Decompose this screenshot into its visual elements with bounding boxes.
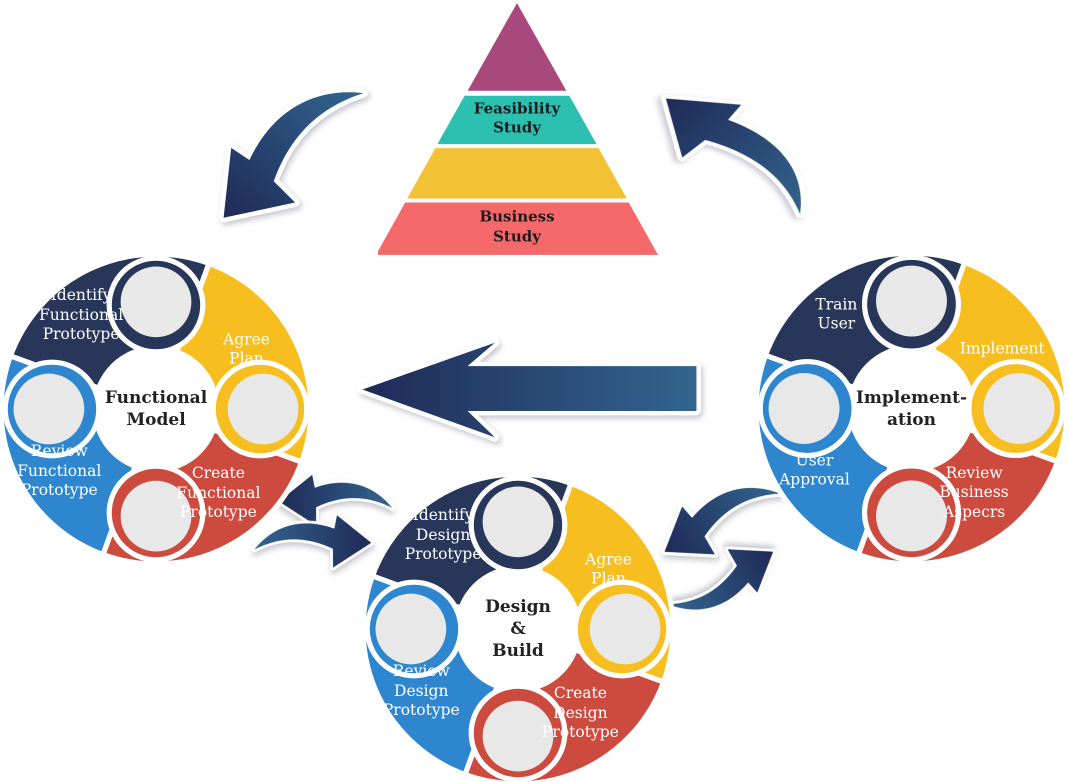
segment-label-identify-functional-prototype: Identify Functional Prototype	[39, 286, 124, 344]
swoosh-arrow-pyramid-to-functional-icon	[216, 84, 368, 236]
wheel-implementation: Train User Implement Review Business Asp…	[755, 252, 1068, 565]
pyramid-graphic	[378, 3, 658, 255]
swoosh-arrow-implementation-to-pyramid-icon	[646, 92, 810, 218]
segment-label-implement: Implement	[959, 339, 1045, 358]
segment-label-user-approval: User Approval	[779, 451, 850, 490]
segment-label-review-business-aspects: Review Business Aspecrs	[939, 463, 1009, 521]
pyramid-layer-feasibility	[437, 95, 597, 145]
pyramid-layer-business	[378, 202, 658, 255]
segment-label-review-design-prototype: Review Design Prototype	[382, 662, 460, 720]
segment-label-identify-design-prototype: Identify Design Prototype	[404, 506, 482, 564]
pyramid-layer-top	[467, 3, 567, 91]
wheel-title-implementation: Implement- ation	[855, 387, 968, 430]
wheel-functional-model: Identify Functional Prototype Agree Plan…	[0, 253, 312, 565]
pyramid-label-business-study: Business Study	[479, 207, 555, 246]
big-arrow-implementation-to-functional-icon	[348, 334, 704, 446]
segment-label-review-functional-prototype: Review Functional Prototype	[17, 442, 102, 500]
segment-label-agree-plan: Agree Plan	[585, 550, 632, 588]
wheel-title-functional-model: Functional Model	[104, 387, 208, 430]
segment-label-agree-plan: Agree Plan	[223, 330, 270, 368]
segment-label-create-functional-prototype: Create Functional Prototype	[176, 464, 261, 521]
pyramid: Feasibility Study Business Study	[378, 3, 660, 255]
wheel-title-design-build: Design & Build	[485, 596, 551, 662]
wheel-design-build: Identify Design Prototype Agree Plan Cre…	[362, 473, 674, 782]
pyramid-label-feasibility-study: Feasibility Study	[473, 99, 561, 137]
pyramid-layer-yellow	[407, 148, 627, 199]
segment-label-train-user: Train User	[815, 295, 858, 333]
segment-label-create-design-prototype: Create Design Prototype	[541, 684, 619, 741]
